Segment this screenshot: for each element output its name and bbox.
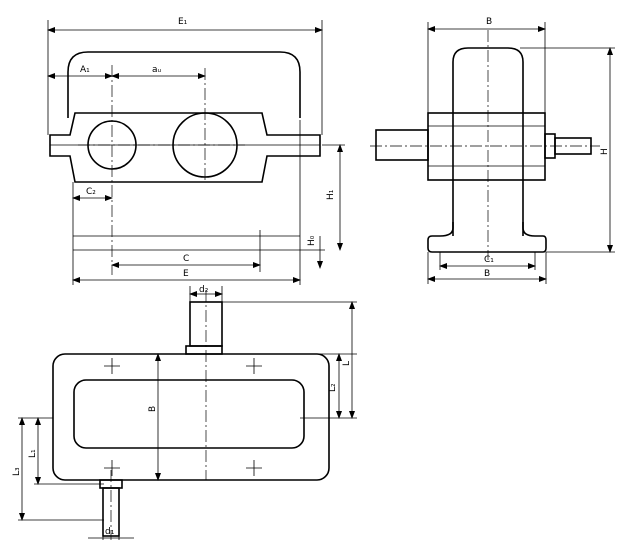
label-L: L [342,361,352,366]
label-d1: d₁ [105,527,115,537]
housing-body [49,112,321,183]
label-A1: A₁ [80,65,90,75]
lifting-handle [67,51,301,118]
label-B-top: B [486,17,492,27]
side-flange [427,112,546,181]
plan-housing-inner [73,379,305,449]
side-housing [452,47,524,236]
label-C2: C₂ [86,187,96,197]
label-E: E [183,269,189,279]
input-shaft [375,129,429,161]
label-d2: d₂ [199,285,209,295]
side-feet [427,222,547,253]
label-E1: E₁ [178,17,188,27]
label-B-side: B [484,269,490,279]
side-view: B H C₁ B [370,17,615,284]
label-C: C [183,254,189,264]
front-view: E₁ A₁ aᵤ C₂ H₁ H₀ C E [47,17,345,285]
label-H1: H₁ [326,189,336,200]
label-aw: aᵤ [152,65,162,75]
label-L2: L₂ [328,383,338,392]
plan-output-collar [185,345,223,355]
label-L3: L₃ [12,467,22,476]
label-H: H [600,148,610,155]
label-C1: C₁ [484,255,494,265]
label-H0: H₀ [307,235,317,246]
label-L1: L₁ [28,449,38,458]
label-B-plan: B [148,406,158,412]
plan-view: d₂ L L₂ B L₁ L₃ d₁ [12,285,357,540]
plan-housing-outer [52,353,330,481]
